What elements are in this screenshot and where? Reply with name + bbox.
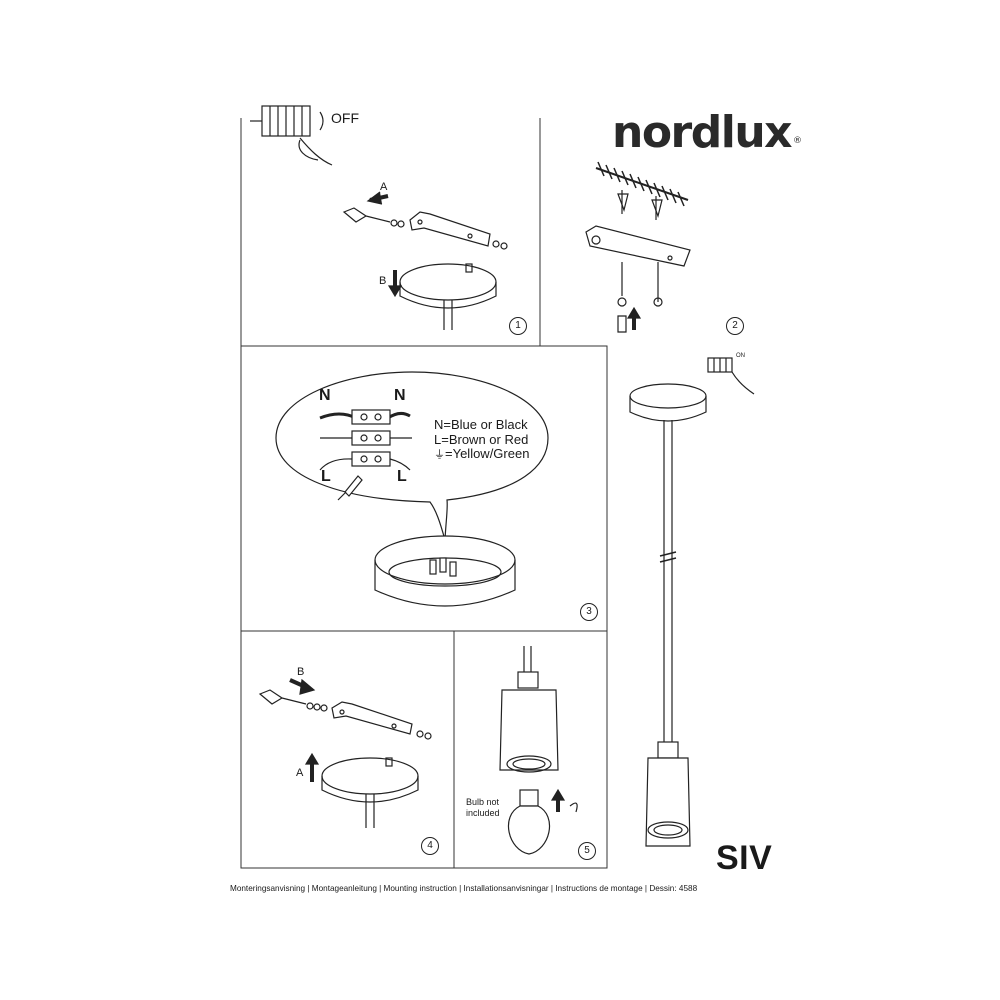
- step-number-4: 4: [421, 837, 439, 855]
- brand-logo: nordlux®: [612, 107, 802, 158]
- earth-symbol-icon: ⏚: [434, 449, 445, 461]
- breaker-off-illustration: [250, 105, 333, 166]
- legend-earth-row: ⏚=Yellow/Green: [434, 446, 530, 463]
- legend-earth: =Yellow/Green: [445, 446, 530, 461]
- model-name: SIV: [716, 839, 773, 877]
- neutral-wire-right-label: N: [394, 387, 406, 404]
- pendant-overview-illustration: [629, 357, 755, 847]
- step-number-2: 2: [726, 317, 744, 335]
- wiring-legend: N=Blue or Black L=Brown or Red ⏚=Yellow/…: [434, 417, 530, 463]
- arrow-b-label-step1: B: [379, 275, 387, 287]
- legend-neutral: N=Blue or Black: [434, 417, 528, 432]
- registered-mark: ®: [793, 136, 802, 146]
- bulb-fitting-illustration: [499, 646, 578, 855]
- bracket-removal-illustration: [342, 191, 508, 330]
- arrow-a-label-step4: A: [296, 767, 304, 779]
- canopy-terminal-illustration: [374, 535, 516, 607]
- brand-name: nordlux: [612, 107, 793, 158]
- ceiling-mount-illustration: [585, 161, 691, 333]
- step-number-3: 3: [580, 603, 598, 621]
- wiring-callout: [275, 371, 549, 541]
- legend-live: L=Brown or Red: [434, 431, 529, 447]
- live-wire-right-label: L: [397, 468, 407, 485]
- footer-languages: Monteringsanvisning | Montageanleitung |…: [230, 884, 698, 893]
- bulb-note-line1: Bulb not: [466, 797, 500, 807]
- step-number-5: 5: [578, 842, 596, 860]
- live-wire-left-label: L: [321, 468, 331, 485]
- breaker-on-label: ON: [736, 353, 745, 359]
- bracket-refit-illustration: [258, 678, 432, 828]
- step-number-1: 1: [509, 317, 527, 335]
- panel-frames: [240, 118, 608, 869]
- bulb-note: Bulb not included: [466, 797, 526, 819]
- arrow-a-label-step1: A: [380, 181, 388, 193]
- breaker-off-label: OFF: [331, 110, 359, 126]
- neutral-wire-left-label: N: [319, 387, 331, 404]
- arrow-b-label-step4: B: [297, 666, 305, 678]
- bulb-note-line2: included: [466, 808, 500, 818]
